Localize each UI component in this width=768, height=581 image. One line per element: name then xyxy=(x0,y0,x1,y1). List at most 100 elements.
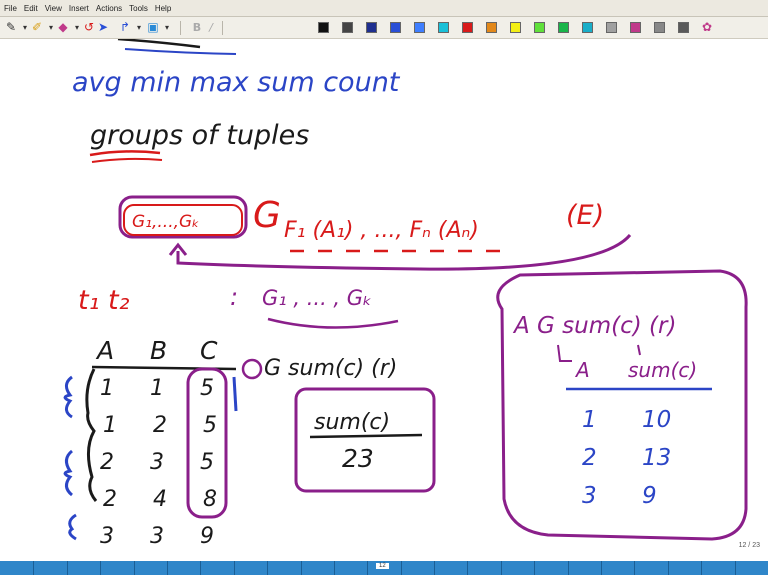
table-cell: 9 xyxy=(200,524,214,549)
color-swatch[interactable] xyxy=(606,22,617,33)
color-swatch[interactable] xyxy=(630,22,641,33)
arrow-head xyxy=(168,242,188,256)
color-swatch[interactable] xyxy=(510,22,521,33)
arrow-stroke xyxy=(557,344,572,362)
table-cell: 5 xyxy=(200,376,214,401)
shapes-icon[interactable]: ↱ xyxy=(119,20,131,34)
pen-dropdown-icon[interactable]: ▾ xyxy=(22,23,27,32)
shapes-dropdown-icon[interactable]: ▾ xyxy=(136,23,141,32)
menu-help[interactable]: Help xyxy=(154,3,172,13)
table-cell: 1 xyxy=(150,376,164,401)
page-segment-divider xyxy=(134,561,135,575)
table-cell: 5 xyxy=(203,413,217,438)
grouped-cell: 1 xyxy=(582,407,597,433)
table-cell: 2 xyxy=(103,487,117,512)
menu-tools[interactable]: Tools xyxy=(129,3,148,13)
result-value: 23 xyxy=(342,444,374,473)
table-cell: 2 xyxy=(100,450,114,475)
insert-dropdown-icon[interactable]: ▾ xyxy=(164,23,169,32)
italic-icon[interactable]: / xyxy=(209,21,213,34)
page-indicator: 12 / 23 xyxy=(738,542,760,549)
arrow-stroke xyxy=(176,234,632,271)
page-segment-divider xyxy=(534,561,535,575)
brace-stroke xyxy=(68,513,77,541)
page-segment-divider xyxy=(334,561,335,575)
result-header: sum(c) xyxy=(314,410,390,435)
grouped-cell: 3 xyxy=(582,483,597,509)
result-box xyxy=(294,387,436,493)
table-cell: 4 xyxy=(153,487,167,512)
toolbar: ✎ ▾ ✐ ▾ ◆ ▾ ↺ ➤ ↱ ▾ ▣ ▾ B / ✿ xyxy=(0,17,768,39)
page-segment-divider xyxy=(701,561,702,575)
table-cell: 2 xyxy=(153,413,167,438)
page-segment-divider xyxy=(33,561,34,575)
underline-stroke xyxy=(267,317,399,329)
color-swatch[interactable] xyxy=(366,22,377,33)
brace-stroke xyxy=(63,449,74,497)
table-cell: 8 xyxy=(203,487,217,512)
menu-actions[interactable]: Actions xyxy=(95,3,123,13)
page-segment-divider xyxy=(167,561,168,575)
gamma-sum-expression: G sum(c) (r) xyxy=(264,356,397,381)
page-segment-divider xyxy=(634,561,635,575)
color-swatch[interactable] xyxy=(486,22,497,33)
group-attrs-box xyxy=(118,195,248,239)
page-segment-divider xyxy=(367,561,368,575)
color-swatch[interactable] xyxy=(678,22,689,33)
highlighter-icon[interactable]: ✐ xyxy=(31,20,43,34)
page-segment-divider xyxy=(601,561,602,575)
color-swatch[interactable] xyxy=(318,22,329,33)
menu-insert[interactable]: Insert xyxy=(68,3,89,13)
page-segment-divider xyxy=(234,561,235,575)
color-swatch[interactable] xyxy=(390,22,401,33)
color-swatch[interactable] xyxy=(462,22,473,33)
color-swatch[interactable] xyxy=(558,22,569,33)
color-swatch[interactable] xyxy=(534,22,545,33)
tuples-label: t₁ t₂ xyxy=(78,285,130,316)
color-swatch[interactable] xyxy=(414,22,425,33)
note-canvas[interactable]: avg min max sum count groups of tuples G… xyxy=(0,39,768,555)
grouped-cell: 13 xyxy=(642,445,671,471)
menu-edit[interactable]: Edit xyxy=(23,3,38,13)
lasso-icon[interactable]: ↺ xyxy=(83,20,95,34)
tuples-colon: : xyxy=(230,283,238,311)
color-swatch[interactable] xyxy=(342,22,353,33)
eraser-dropdown-icon[interactable]: ▾ xyxy=(74,23,79,32)
table-cell: 3 xyxy=(150,524,164,549)
color-palette-icon[interactable]: ✿ xyxy=(701,20,713,34)
groups-of-tuples-text: groups of tuples xyxy=(90,120,309,151)
table-cell: 1 xyxy=(103,413,117,438)
color-swatch[interactable] xyxy=(582,22,593,33)
insert-space-icon[interactable]: ▣ xyxy=(147,20,159,34)
color-swatch[interactable] xyxy=(438,22,449,33)
page-segment-divider xyxy=(668,561,669,575)
page-segment-divider xyxy=(434,561,435,575)
toolbar-separator xyxy=(222,21,223,35)
underline-stroke xyxy=(89,150,161,157)
table-cell: 5 xyxy=(200,450,214,475)
menu-view[interactable]: View xyxy=(44,3,62,13)
grouped-cell: 2 xyxy=(582,445,597,471)
grouped-expression: A G sum(c) (r) xyxy=(512,313,676,339)
brace-stroke xyxy=(85,368,98,502)
color-swatch[interactable] xyxy=(654,22,665,33)
handwriting-layer: avg min max sum count groups of tuples G… xyxy=(63,39,748,549)
grouped-result-outline xyxy=(496,269,748,541)
toolbar-separator xyxy=(180,21,181,35)
tuples-group-attrs: G₁ , ... , Gₖ xyxy=(262,286,372,310)
result-rule xyxy=(309,433,423,439)
ink-stroke xyxy=(117,39,201,49)
page-segment-divider xyxy=(467,561,468,575)
eraser-icon[interactable]: ◆ xyxy=(58,20,68,34)
page-segment-divider xyxy=(401,561,402,575)
menu-file[interactable]: File xyxy=(4,3,17,13)
table-cell: 3 xyxy=(100,524,114,549)
aggregate-functions-text: avg min max sum count xyxy=(72,67,401,98)
selection-icon[interactable]: ➤ xyxy=(97,20,109,34)
page-segment-divider xyxy=(200,561,201,575)
bold-icon[interactable]: B xyxy=(192,21,202,34)
highlighter-dropdown-icon[interactable]: ▾ xyxy=(48,23,53,32)
pen-icon[interactable]: ✎ xyxy=(5,20,17,34)
gamma-symbol: G xyxy=(253,195,281,236)
